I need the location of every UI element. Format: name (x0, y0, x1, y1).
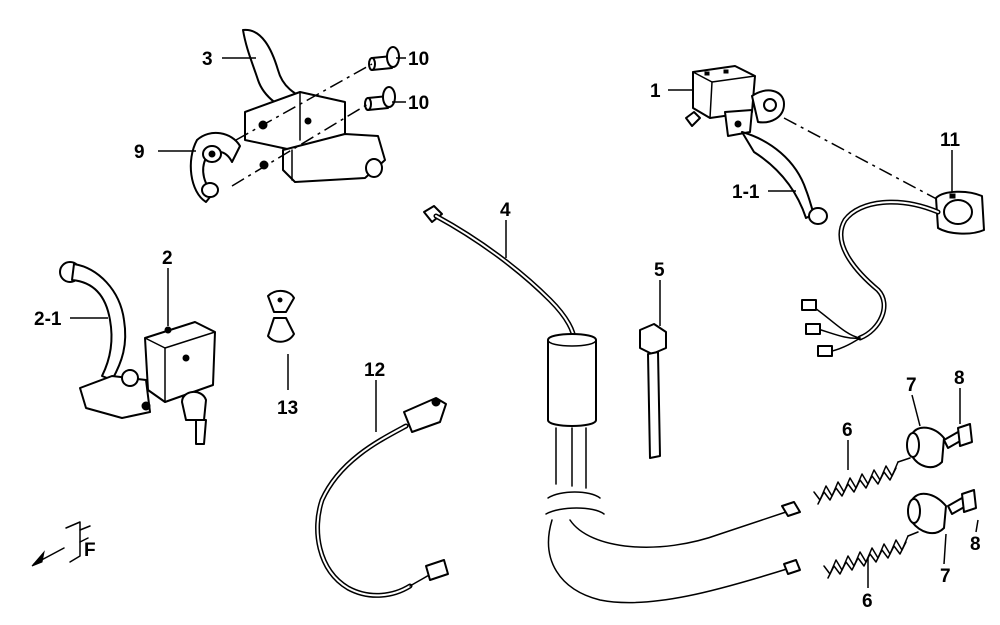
callout-4: 4 (500, 200, 511, 221)
part-8-bolt-upper (943, 423, 973, 449)
callout-8-upper: 8 (954, 368, 965, 389)
part-12-sensor-wire (315, 397, 449, 598)
part-3-lever-bracket (242, 28, 386, 183)
callout-10-upper: 10 (408, 49, 429, 70)
callout-11: 11 (940, 130, 961, 151)
callout-labels: 3 10 10 9 1 1-1 11 2 2-1 13 4 5 12 6 6 7… (34, 49, 981, 612)
part-7-weight-upper (906, 426, 945, 469)
front-direction-arrow-icon: F (31, 521, 96, 567)
callout-7-upper: 7 (906, 375, 917, 396)
part-13-clamp (267, 290, 295, 343)
part-1-master-cylinder (685, 65, 785, 137)
callout-2-1: 2-1 (34, 309, 62, 330)
part-6-spring-lower (823, 531, 919, 579)
callout-8-lower: 8 (970, 534, 981, 555)
part-11-switch-housing (935, 190, 985, 235)
alignment-line-lever-switch (783, 117, 947, 205)
part-11-wiring (801, 199, 941, 357)
callout-12: 12 (364, 360, 385, 381)
part-10-screw-upper (368, 46, 400, 71)
callout-6-lower: 6 (862, 591, 873, 612)
part-2-switch-body (144, 321, 216, 445)
part-7-weight-lower (907, 492, 947, 535)
part-5-cable-tie (639, 323, 667, 459)
callout-9: 9 (134, 142, 145, 163)
callout-5: 5 (654, 260, 665, 281)
callout-1-1: 1-1 (732, 182, 760, 203)
callout-6-upper: 6 (842, 420, 853, 441)
part-2-1-lever (59, 261, 151, 419)
part-10-screw-lower (364, 86, 396, 111)
part-1-1-brake-lever (741, 131, 828, 225)
front-letter: F (84, 540, 96, 561)
callout-2: 2 (162, 248, 173, 269)
callout-7-lower: 7 (940, 566, 951, 587)
part-8-bolt-lower (947, 489, 977, 515)
callout-3: 3 (202, 49, 213, 70)
part-6-spring-upper (813, 457, 911, 505)
part-4-cable-assembly (423, 205, 801, 604)
alignment-line-screw-upper (235, 63, 373, 141)
callout-10-lower: 10 (408, 93, 429, 114)
callout-13: 13 (277, 398, 298, 419)
callout-1: 1 (650, 81, 661, 102)
part-9-clamp (189, 131, 241, 203)
leader-lines (70, 57, 979, 588)
